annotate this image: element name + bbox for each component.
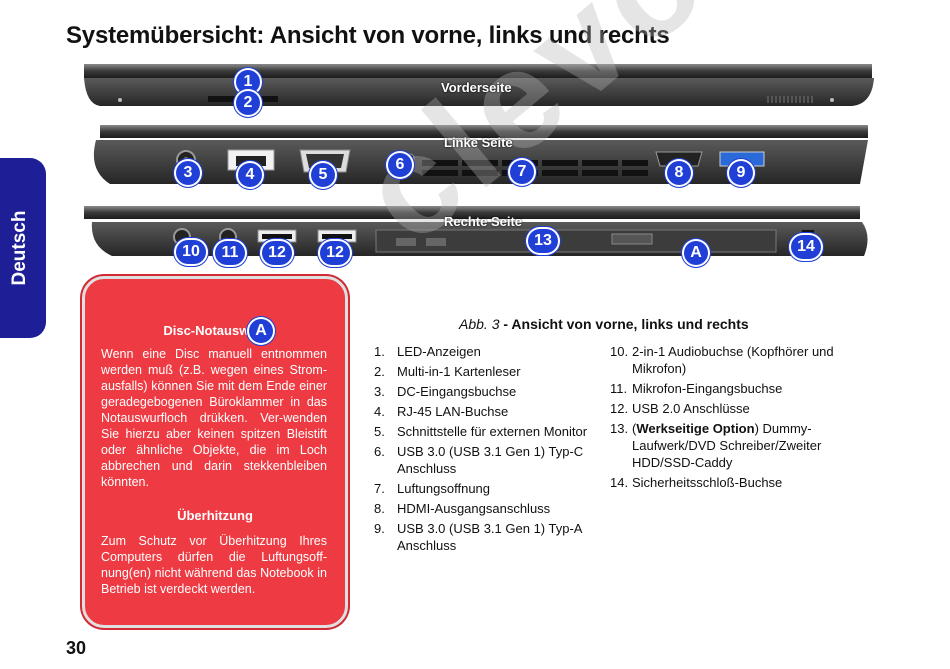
callout-badge: 10 <box>176 240 206 264</box>
notice-badge: A <box>249 319 273 343</box>
legend-item: 7.Luftungsoffnung <box>374 480 600 497</box>
callout-badge: 4 <box>238 163 262 187</box>
callout-badge: 11 <box>215 241 245 265</box>
front-view-label: Vorderseite <box>441 80 512 95</box>
figure-caption: Abb. 3 - Ansicht von vorne, links und re… <box>459 316 749 332</box>
callout-badge: 13 <box>528 229 558 253</box>
callout-badge: 5 <box>311 163 335 187</box>
notice-text-overheat: Zum Schutz vor Überhitzung Ihres Compute… <box>101 533 327 597</box>
page-number: 30 <box>66 638 86 659</box>
legend-list-right: 10.2-in-1 Audiobuchse (Kopfhörer und Mik… <box>610 343 836 494</box>
callout-badge: A <box>684 241 708 265</box>
legend-item: 3.DC-Eingangsbuchse <box>374 383 600 400</box>
callout-badge: 7 <box>510 160 534 184</box>
legend-item: 12.USB 2.0 Anschlüsse <box>610 400 836 417</box>
callout-badge: 2 <box>236 91 260 115</box>
right-view-label: Rechte Seite <box>444 214 522 229</box>
legend-list-left: 1.LED-Anzeigen 2.Multi-in-1 Kartenleser … <box>374 343 600 557</box>
figure-caption-text: - Ansicht von vorne, links und rechts <box>499 316 748 332</box>
legend-item: 6.USB 3.0 (USB 3.1 Gen 1) Typ-C Anschlus… <box>374 443 600 477</box>
legend-item: 5.Schnittstelle für externen Monitor <box>374 423 600 440</box>
callout-badge: 8 <box>667 161 691 185</box>
callout-badge: 3 <box>176 161 200 185</box>
legend-item: 8.HDMI-Ausgangsanschluss <box>374 500 600 517</box>
callout-badge: 14 <box>791 235 821 259</box>
legend-item: 1.LED-Anzeigen <box>374 343 600 360</box>
legend-item: 11.Mikrofon-Eingangsbuchse <box>610 380 836 397</box>
callout-badge: 6 <box>388 153 412 177</box>
legend-item: 2.Multi-in-1 Kartenleser <box>374 363 600 380</box>
notice-heading-overheat: Überhitzung <box>85 508 345 523</box>
legend-item: 14.Sicherheitsschloß-Buchse <box>610 474 836 491</box>
callout-badge: 9 <box>729 161 753 185</box>
notice-box: Disc-Notauswurf Wenn eine Disc manuell e… <box>82 276 348 628</box>
legend-item: 9.USB 3.0 (USB 3.1 Gen 1) Typ-A Anschlus… <box>374 520 600 554</box>
callout-badge: 12 <box>320 241 350 265</box>
legend-item: 10.2-in-1 Audiobuchse (Kopfhörer und Mik… <box>610 343 836 377</box>
figure-caption-label: Abb. 3 <box>459 316 499 332</box>
legend-item: 13.(Werkseitige Option) Dummy-Laufwerk/D… <box>610 420 836 471</box>
notice-heading-disc: Disc-Notauswurf <box>85 323 345 338</box>
notice-text-disc: Wenn eine Disc manuell entnommen werden … <box>101 346 327 490</box>
legend-item: 4.RJ-45 LAN-Buchse <box>374 403 600 420</box>
callout-badge: 12 <box>262 241 292 265</box>
left-view-label: Linke Seite <box>444 135 513 150</box>
